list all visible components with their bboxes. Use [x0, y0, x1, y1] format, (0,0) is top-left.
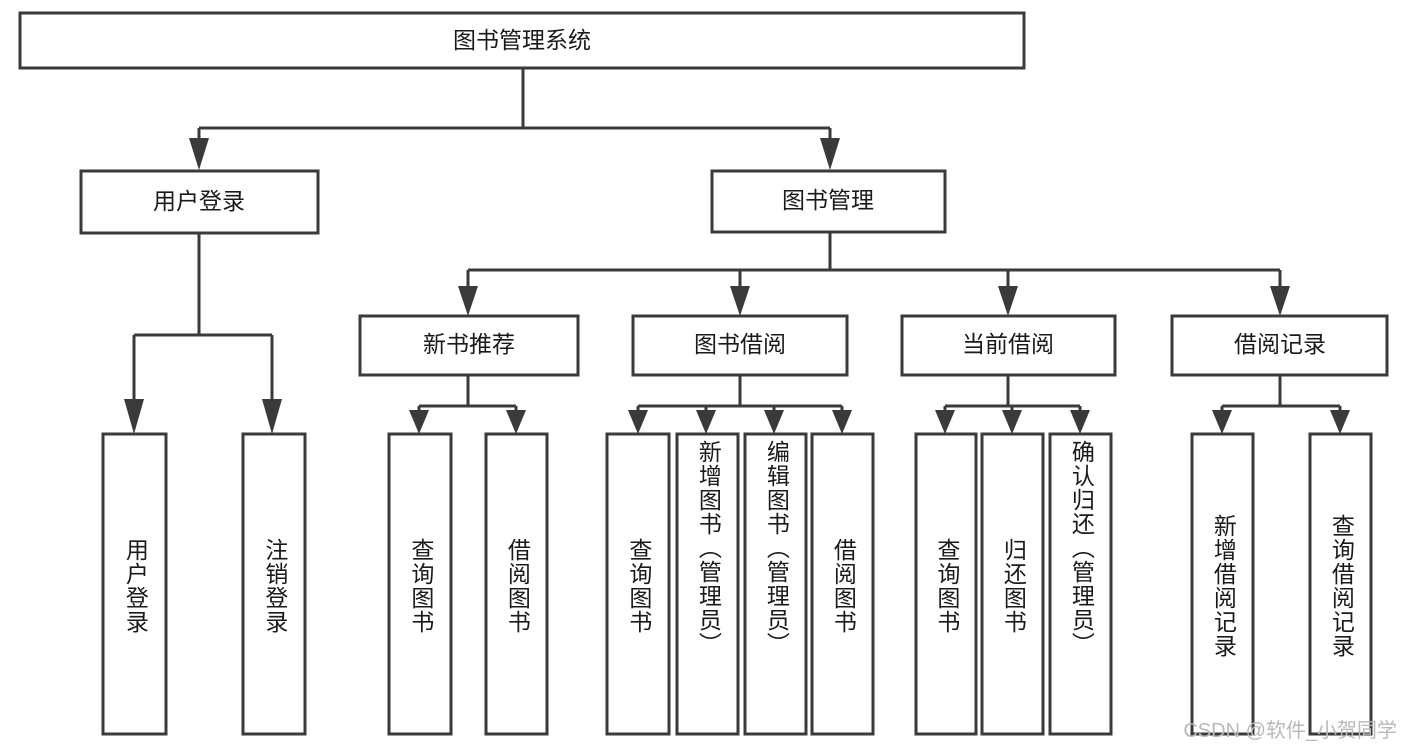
node-root[interactable]: 图书管理系统	[18, 11, 1026, 70]
arrow-head-book-borrow-leaf-2	[696, 410, 716, 434]
arrow-head-book-borrow	[730, 286, 750, 316]
leaf-borrow-book-recommend-label: 借阅图书	[504, 538, 531, 634]
arrow-head-user-login	[189, 138, 209, 170]
arrow-head-current-borrow-leaf-1	[935, 410, 955, 434]
node-current-borrow-label: 当前借阅	[962, 331, 1054, 357]
leaf-add-book-admin-label: 新增图书（管理员）	[695, 440, 722, 656]
arrow-head-leaf-user-login	[124, 399, 144, 434]
leaf-return-book[interactable]: 归还图书	[980, 432, 1045, 736]
leaf-query-book-borrow[interactable]: 查询图书	[605, 432, 671, 736]
leaf-user-login-label: 用户登录	[122, 538, 149, 634]
node-new-book-recommend-label: 新书推荐	[423, 331, 515, 357]
node-new-book-recommend[interactable]: 新书推荐	[358, 314, 580, 377]
arrow-head-borrow-records-leaf-1	[1212, 410, 1232, 434]
arrow-head-borrow-records	[1270, 286, 1290, 316]
arrow-head-leaf-logout	[262, 399, 282, 434]
leaf-query-borrow-record-label: 查询借阅记录	[1328, 514, 1355, 658]
leaf-logout-login[interactable]: 注销登录	[241, 432, 307, 736]
node-root-label: 图书管理系统	[453, 27, 591, 53]
arrow-head-new-book	[458, 286, 478, 316]
leaf-edit-book-admin-label: 编辑图书（管理员）	[763, 440, 790, 656]
arrow-head-current-borrow	[998, 286, 1018, 316]
node-user-login-label: 用户登录	[153, 188, 245, 214]
leaf-confirm-return-admin[interactable]: 确认归还（管理员）	[1048, 432, 1113, 736]
leaf-borrow-book-recommend[interactable]: 借阅图书	[484, 432, 549, 736]
arrow-head-current-borrow-leaf-2	[1002, 410, 1022, 434]
node-book-borrow[interactable]: 图书借阅	[631, 314, 849, 377]
leaf-query-book-recommend[interactable]: 查询图书	[387, 432, 453, 736]
leaf-borrow-book[interactable]: 借阅图书	[810, 432, 875, 736]
arrow-head-borrow-records-leaf-2	[1330, 410, 1350, 434]
arrow-head-book-borrow-leaf-4	[832, 410, 852, 434]
arrow-head-new-book-leaf-1	[409, 410, 429, 434]
leaf-query-book-borrow-label: 查询图书	[625, 538, 652, 634]
arrow-head-book-borrow-leaf-1	[628, 410, 648, 434]
leaf-add-book-admin[interactable]: 新增图书（管理员）	[675, 432, 740, 736]
arrow-head-book-borrow-leaf-3	[764, 410, 784, 434]
leaf-query-book-recommend-label: 查询图书	[407, 538, 434, 634]
arrow-head-book-manage	[820, 138, 840, 170]
arrow-head-current-borrow-leaf-3	[1070, 410, 1090, 434]
leaf-confirm-return-admin-label: 确认归还（管理员）	[1068, 440, 1095, 656]
node-borrow-records-label: 借阅记录	[1234, 331, 1326, 357]
leaf-query-book-current-label: 查询图书	[933, 538, 960, 634]
node-book-management[interactable]: 图书管理	[710, 169, 947, 234]
node-book-borrow-label: 图书借阅	[694, 331, 786, 357]
leaf-return-book-label: 归还图书	[1000, 538, 1027, 634]
node-borrow-records[interactable]: 借阅记录	[1170, 314, 1389, 377]
leaf-edit-book-admin[interactable]: 编辑图书（管理员）	[743, 432, 808, 736]
leaf-add-borrow-record[interactable]: 新增借阅记录	[1190, 432, 1255, 736]
leaf-add-borrow-record-label: 新增借阅记录	[1210, 514, 1237, 658]
node-book-management-label: 图书管理	[782, 187, 874, 213]
leaf-query-book-current[interactable]: 查询图书	[914, 432, 978, 736]
connector-layer	[124, 68, 1350, 434]
leaf-borrow-book-label: 借阅图书	[830, 538, 857, 634]
leaf-user-login[interactable]: 用户登录	[101, 432, 168, 736]
node-current-borrow[interactable]: 当前借阅	[900, 314, 1117, 377]
node-user-login[interactable]: 用户登录	[79, 169, 320, 235]
arrow-head-new-book-leaf-2	[506, 410, 526, 434]
leaf-query-borrow-record[interactable]: 查询借阅记录	[1308, 432, 1373, 736]
leaf-logout-login-label: 注销登录	[261, 538, 288, 634]
